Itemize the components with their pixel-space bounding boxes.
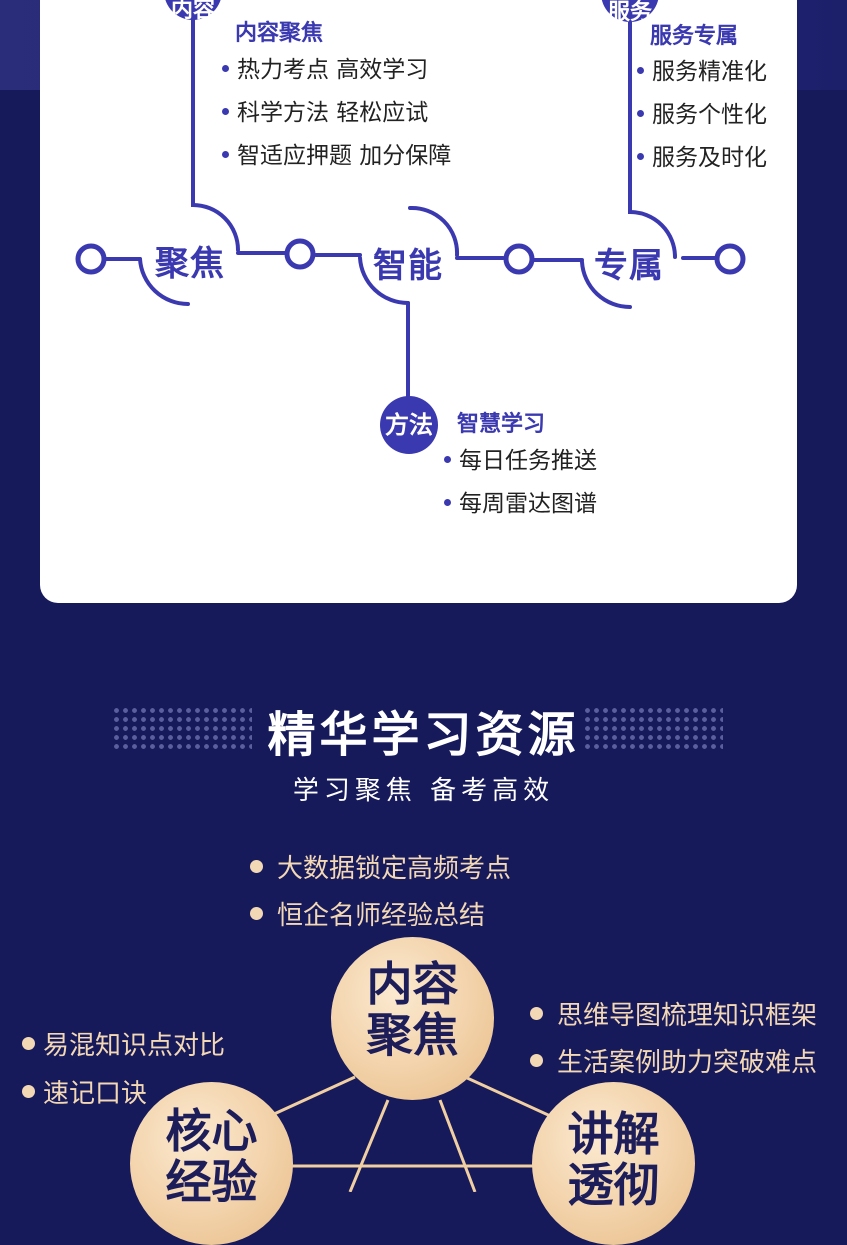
station-node-3: [503, 243, 535, 275]
right-branch-item-2: 服务个性化: [637, 95, 767, 129]
station-label-zhuanshu: 专属: [594, 246, 664, 286]
arc-juji: [138, 257, 190, 307]
station-node-1: [75, 243, 107, 275]
right-branch-item-3: 服务及时化: [637, 138, 767, 172]
right-branch-item-1: 服务精准化: [637, 52, 767, 86]
right-point-1: 思维导图梳理知识框架: [530, 995, 817, 1032]
station-node-4: [714, 243, 746, 275]
right-circle: 讲解透彻: [532, 1082, 695, 1245]
center-circle: 内容聚焦: [331, 937, 494, 1100]
left-circle: 核心经验: [130, 1082, 293, 1245]
bullet-icon: [22, 1085, 35, 1098]
left-branch-item-1: 热力考点 高效学习: [222, 50, 428, 84]
bullet-icon: [222, 65, 229, 72]
bullet-icon: [637, 67, 644, 74]
metro-map: [75, 8, 746, 404]
station-label-juji: 聚焦: [155, 244, 225, 284]
title-dots-left: [112, 706, 252, 750]
left-top-bubble: 内容: [164, 0, 222, 23]
bottom-branch-bubble: 方法: [380, 396, 438, 454]
section-subtitle: 学习聚焦 备考高效: [292, 776, 555, 806]
right-branch-line: [628, 18, 677, 259]
bullet-icon: [222, 151, 229, 158]
bottom-branch-title: 智慧学习: [457, 412, 546, 437]
left-branch-line: [191, 8, 240, 252]
left-branch-item-2: 科学方法 轻松应试: [222, 93, 428, 127]
title-dots-right: [583, 706, 723, 750]
arc-zhineng-top: [408, 205, 460, 257]
bullet-icon: [222, 108, 229, 115]
bottom-branch-item-1: 每日任务推送: [444, 441, 597, 475]
right-branch-title: 服务专属: [650, 24, 739, 49]
right-point-2: 生活案例助力突破难点: [530, 1042, 817, 1079]
left-point-1: 易混知识点对比: [22, 1025, 225, 1062]
left-branch-item-3: 智适应押题 加分保障: [222, 136, 451, 170]
section-title: 精华学习资源: [267, 707, 580, 763]
left-branch-title: 内容聚焦: [235, 21, 324, 46]
arc-zhuanshu: [580, 260, 632, 310]
bullet-icon: [530, 1054, 543, 1067]
bullet-icon: [444, 456, 451, 463]
bullet-icon: [22, 1037, 35, 1050]
bullet-icon: [530, 1007, 543, 1020]
feature-item-2: 恒企名师经验总结: [250, 895, 485, 932]
bullet-icon: [637, 153, 644, 160]
feature-item-1: 大数据锁定高频考点: [250, 848, 511, 885]
station-label-zhineng: 智能: [373, 246, 443, 286]
right-top-bubble: 服务: [601, 0, 659, 25]
station-node-2: [284, 238, 316, 270]
bullet-icon: [444, 499, 451, 506]
bullet-icon: [637, 110, 644, 117]
bullet-icon: [250, 860, 263, 873]
bottom-branch-item-2: 每周雷达图谱: [444, 484, 597, 518]
feature-card: [40, 0, 797, 603]
connector-lines: [249, 1075, 571, 1192]
arc-zhineng-bottom: [358, 256, 410, 306]
bullet-icon: [250, 907, 263, 920]
left-point-2: 速记口诀: [22, 1073, 147, 1110]
